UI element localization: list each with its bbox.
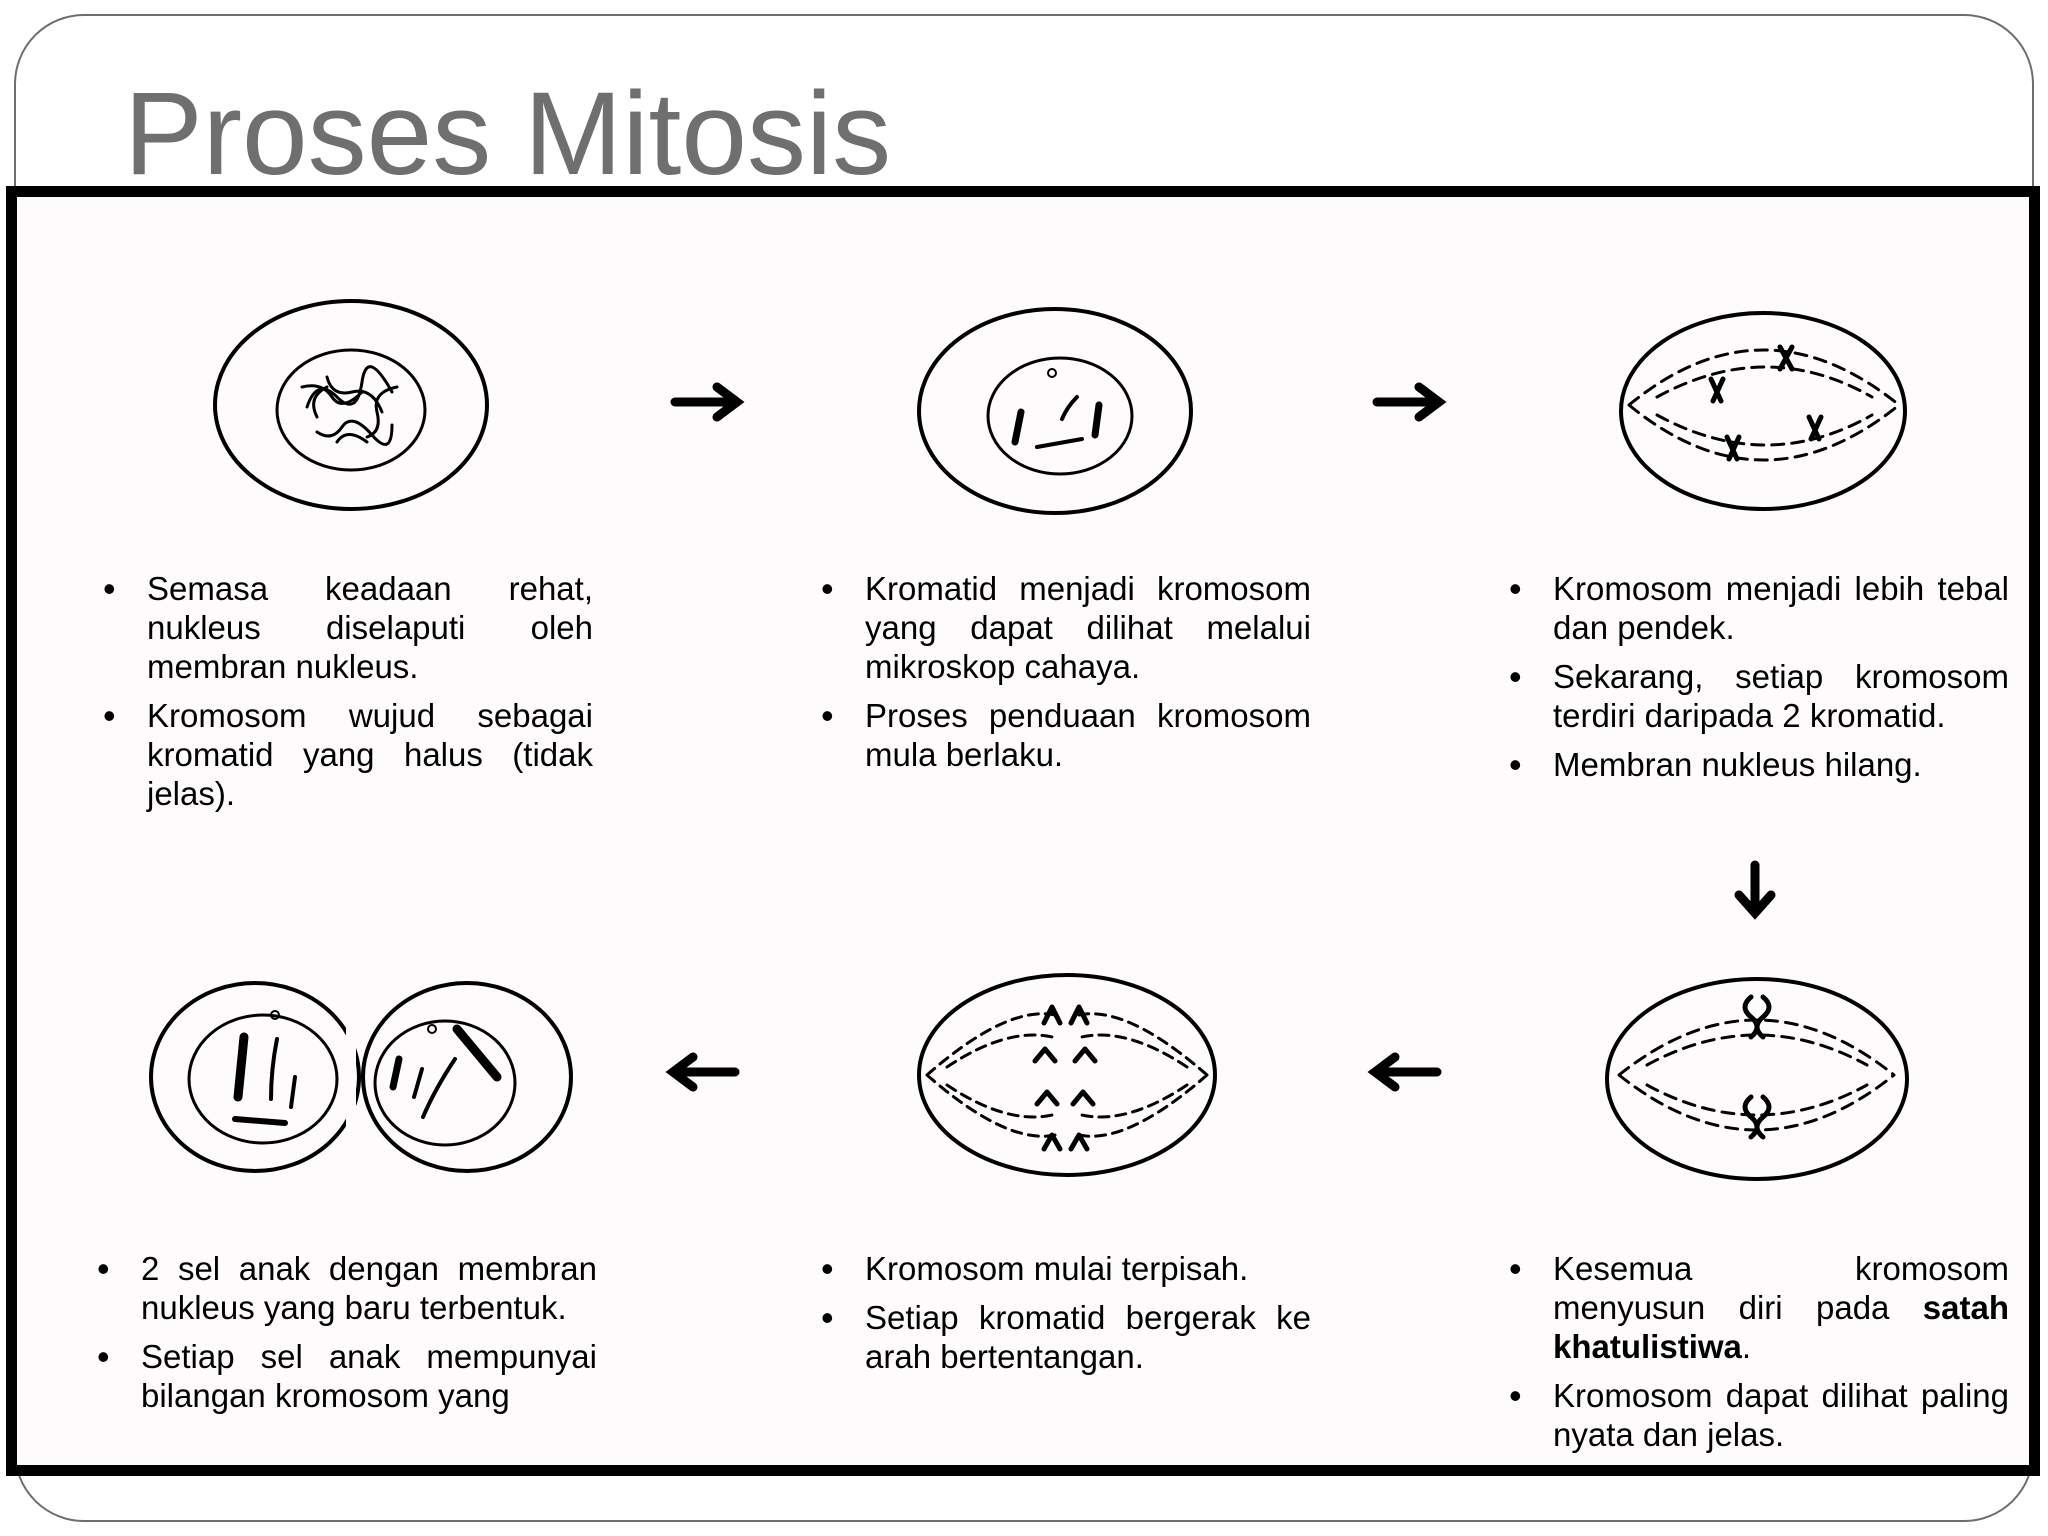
cell-telophase <box>149 981 573 1173</box>
cell-interphase <box>213 299 489 511</box>
arrow-right-1 <box>670 382 745 422</box>
arrow-left-2 <box>665 1052 740 1092</box>
caption-item: Setiap sel anak mempunyai bilangan kromo… <box>97 1337 597 1415</box>
mitosis-illustrations <box>149 299 1909 1181</box>
caption-stage-6: 2 sel anak dengan membran nukleus yang b… <box>97 1249 597 1425</box>
caption-item: Kromatid menjadi kromosom yang dapat dil… <box>821 569 1311 686</box>
cell-metaphase <box>1605 977 1909 1181</box>
caption-item: Proses penduaan kromosom mula berlaku. <box>821 696 1311 774</box>
caption-item: Semasa keadaan rehat, nukleus diselaputi… <box>103 569 593 686</box>
caption-item: Setiap kromatid bergerak ke arah bertent… <box>821 1298 1311 1376</box>
caption-item: Kromosom wujud sebagai kromatid yang hal… <box>103 696 593 813</box>
caption-item: Kromosom dapat dilihat paling nyata dan … <box>1509 1376 2009 1454</box>
slide-title: Proses Mitosis <box>124 68 892 200</box>
arrow-left-1 <box>1367 1052 1442 1092</box>
cell-anaphase <box>917 973 1217 1177</box>
mitosis-diagram: Semasa keadaan rehat, nukleus diselaputi… <box>6 186 2040 1476</box>
caption-stage-5: Kromosom mulai terpisah. Setiap kromatid… <box>821 1249 1311 1386</box>
arrow-down <box>1734 860 1776 920</box>
caption-item: Sekarang, setiap kromosom terdiri daripa… <box>1509 657 2009 735</box>
cell-prometaphase <box>1619 311 1907 511</box>
caption-stage-1: Semasa keadaan rehat, nukleus diselaputi… <box>103 569 593 823</box>
caption-stage-3: Kromosom menjadi lebih tebal dan pendek.… <box>1509 569 2009 794</box>
caption-stage-2: Kromatid menjadi kromosom yang dapat dil… <box>821 569 1311 784</box>
caption-item: Kesemua kromosom menyusun diri pada sata… <box>1509 1249 2009 1366</box>
caption-text: . <box>1741 1328 1752 1365</box>
cell-prophase <box>917 307 1193 515</box>
arrow-right-2 <box>1372 382 1447 422</box>
caption-item: Kromosom mulai terpisah. <box>821 1249 1311 1288</box>
caption-bold: satah khatulistiwa <box>1553 1289 2009 1365</box>
caption-item: Membran nukleus hilang. <box>1509 745 2009 784</box>
caption-text: Kesemua kromosom menyusun diri pada <box>1553 1250 2009 1326</box>
caption-item: 2 sel anak dengan membran nukleus yang b… <box>97 1249 597 1327</box>
caption-stage-4: Kesemua kromosom menyusun diri pada sata… <box>1509 1249 2009 1464</box>
caption-item: Kromosom menjadi lebih tebal dan pendek. <box>1509 569 2009 647</box>
